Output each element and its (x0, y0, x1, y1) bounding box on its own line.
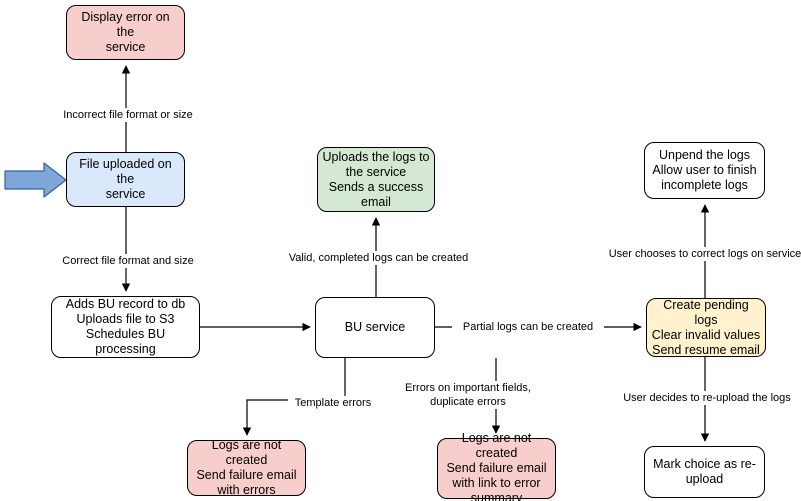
edge-label-important-field-errors: Errors on important fields, duplicate er… (390, 381, 546, 409)
node-create-pending-logs[interactable]: Create pending logs Clear invalid values… (646, 298, 766, 357)
node-file-uploaded-on-service-label: File uploaded on the service (79, 157, 172, 201)
edge-label-correct-file-format: Correct file format and size (46, 254, 210, 268)
node-adds-bu-record[interactable]: Adds BU record to db Uploads file to S3 … (51, 296, 200, 358)
node-logs-not-created-with-link[interactable]: Logs are not created Send failure email … (437, 431, 556, 501)
node-display-error[interactable]: Display error on the service (66, 5, 185, 60)
node-mark-choice-as-reupload[interactable]: Mark choice as re- upload (644, 446, 765, 498)
node-logs-not-created-with-link-label: Logs are not created Send failure email … (446, 431, 547, 501)
edge-label-user-corrects-logs: User chooses to correct logs on service (592, 247, 801, 261)
node-logs-not-created-with-errors-label: Logs are not created Send failure email … (196, 438, 297, 497)
edge-label-incorrect-file-format: Incorrect file format or size (46, 108, 210, 122)
edge-label-template-errors: Template errors (288, 396, 378, 410)
node-unpend-logs-label: Unpend the logs Allow user to finish inc… (652, 148, 757, 192)
start-arrow-icon (4, 162, 67, 198)
node-file-uploaded-on-service[interactable]: File uploaded on the service (66, 152, 185, 207)
node-display-error-label: Display error on the service (81, 10, 170, 54)
node-unpend-logs[interactable]: Unpend the logs Allow user to finish inc… (644, 142, 765, 199)
node-create-pending-logs-label: Create pending logs Clear invalid values… (651, 297, 761, 357)
edge-label-user-reuploads-logs: User decides to re-upload the logs (607, 391, 801, 405)
node-uploads-logs-success[interactable]: Uploads the logs to the service Sends a … (317, 147, 435, 212)
edge-label-partial-logs: Partial logs can be created (452, 320, 604, 334)
node-bu-service[interactable]: BU service (315, 297, 435, 358)
node-mark-choice-as-reupload-label: Mark choice as re- upload (653, 457, 756, 486)
node-bu-service-label: BU service (344, 320, 406, 334)
node-adds-bu-record-label: Adds BU record to db Uploads file to S3 … (65, 297, 186, 356)
node-logs-not-created-with-errors[interactable]: Logs are not created Send failure email … (187, 438, 306, 497)
node-uploads-logs-success-label: Uploads the logs to the service Sends a … (322, 149, 430, 209)
edge-label-valid-completed-logs: Valid, completed logs can be created (272, 251, 485, 265)
